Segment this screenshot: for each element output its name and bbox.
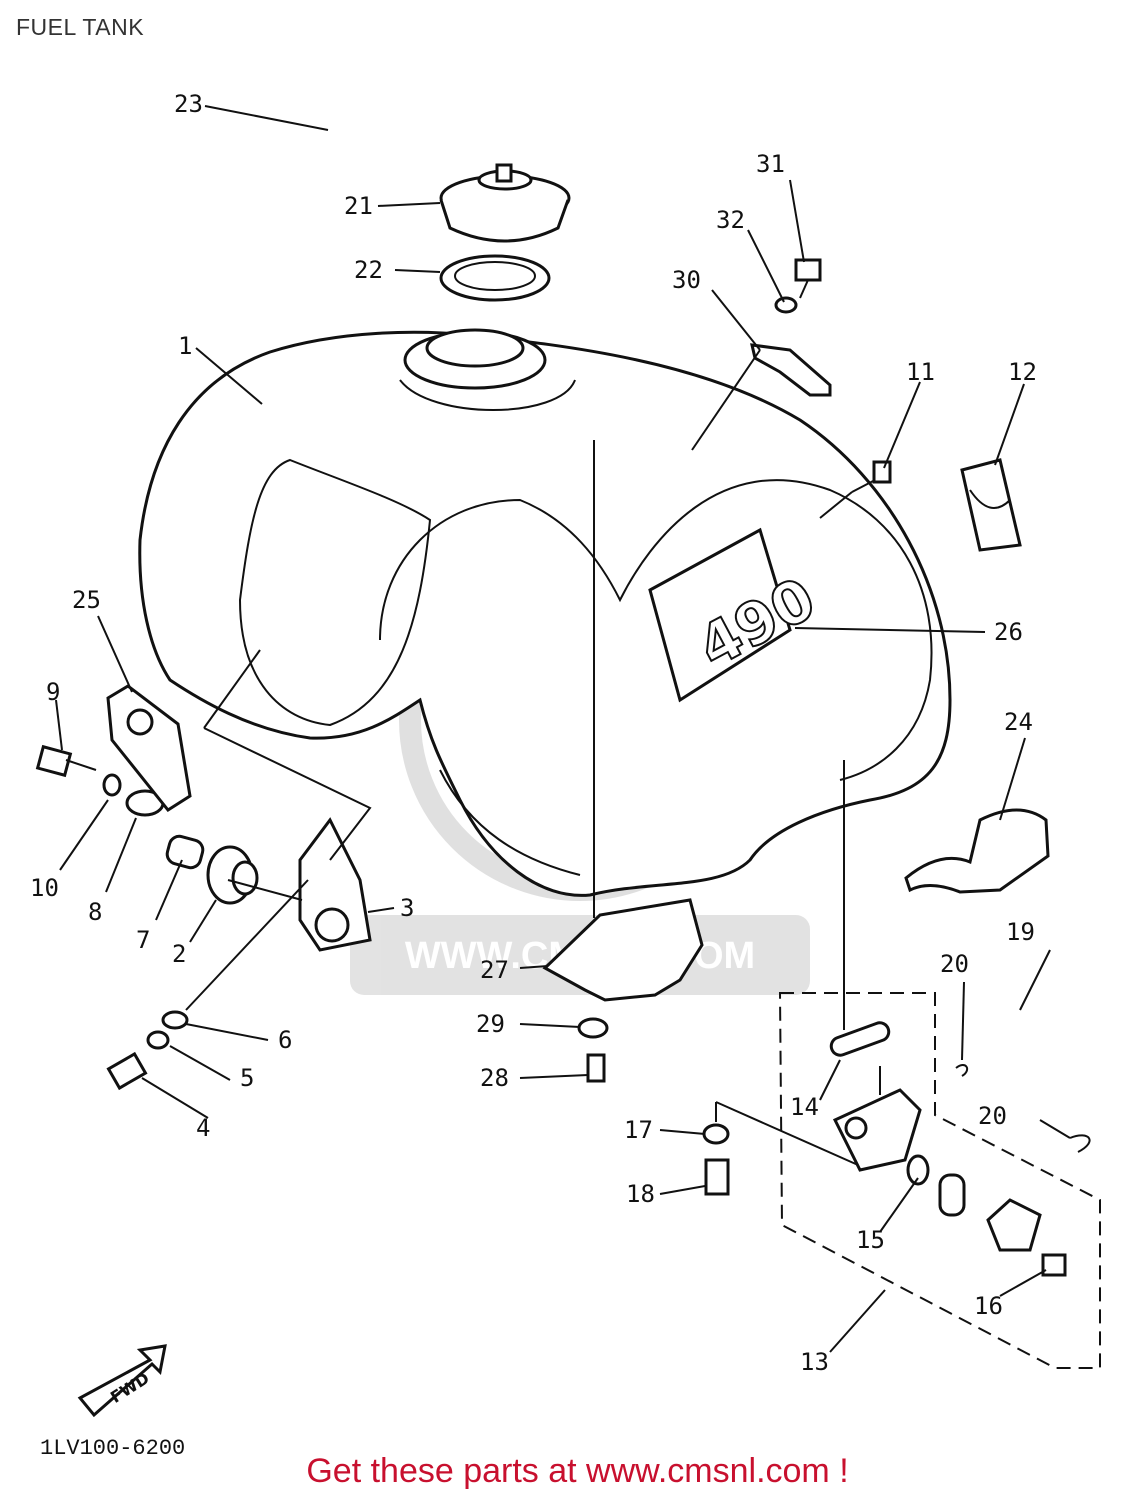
washer-32 (774, 296, 798, 314)
washer-29 (577, 1017, 609, 1039)
screw-11 (851, 460, 892, 493)
clip-20-upper (955, 1064, 969, 1077)
callout-1: 1 (178, 332, 192, 360)
screw-18 (704, 1158, 730, 1196)
callout-22: 22 (354, 256, 383, 284)
screw-31 (794, 258, 822, 299)
callout-20-upper: 20 (940, 950, 969, 978)
clip-20-lower (1069, 1134, 1091, 1153)
tank-bracket (298, 817, 372, 952)
callout-16: 16 (974, 1292, 1003, 1320)
callout-11: 11 (906, 358, 935, 386)
bolt-28 (586, 1053, 606, 1083)
washer-17 (702, 1123, 730, 1145)
callout-numbers: 1 2 3 4 5 6 7 8 9 10 11 12 13 14 15 16 1… (30, 90, 1037, 1376)
callout-32: 32 (716, 206, 745, 234)
callout-7: 7 (136, 926, 150, 954)
callout-17: 17 (624, 1116, 653, 1144)
fuel-cap (439, 163, 571, 243)
callout-14: 14 (790, 1093, 819, 1121)
callout-6: 6 (278, 1026, 292, 1054)
holder-30 (750, 343, 832, 397)
callout-10: 10 (30, 874, 59, 902)
cap-gasket (439, 254, 551, 302)
page-title: FUEL TANK (16, 14, 145, 40)
callout-31: 31 (756, 150, 785, 178)
tank-mount-parts (35, 744, 259, 905)
bracket-bolt-set (106, 1010, 189, 1091)
callout-2: 2 (172, 940, 186, 968)
fuel-cock-assembly (778, 992, 1101, 1369)
callout-21: 21 (344, 192, 373, 220)
callout-23: 23 (174, 90, 203, 118)
footer-parts-link[interactable]: Get these parts at www.cmsnl.com ! (306, 1452, 849, 1490)
callout-30: 30 (672, 266, 701, 294)
fuel-tank: 490 (138, 328, 952, 897)
callout-28: 28 (480, 1064, 509, 1092)
damper-24 (904, 808, 1050, 894)
callout-15: 15 (856, 1226, 885, 1254)
callout-12: 12 (1008, 358, 1037, 386)
fuel-hose-19 (981, 991, 1081, 1109)
rubber-seat-25 (106, 684, 192, 812)
callout-24: 24 (1004, 708, 1033, 736)
callout-25: 25 (72, 586, 101, 614)
callout-19: 19 (1006, 918, 1035, 946)
drawing-code: 1LV100-6200 (40, 1436, 186, 1461)
callout-5: 5 (240, 1064, 254, 1092)
callout-13: 13 (800, 1348, 829, 1376)
callout-3: 3 (400, 894, 414, 922)
callout-8: 8 (88, 898, 102, 926)
damper-12 (960, 458, 1022, 552)
leader-lines (55, 105, 1071, 1353)
fwd-arrow-icon: FWD (77, 1344, 167, 1418)
breather-hose (323, 39, 520, 157)
callout-9: 9 (46, 678, 60, 706)
callout-4: 4 (196, 1114, 210, 1142)
callout-29: 29 (476, 1010, 505, 1038)
callout-26: 26 (994, 618, 1023, 646)
callout-27: 27 (480, 956, 509, 984)
callout-20-lower: 20 (978, 1102, 1007, 1130)
plate-27 (542, 898, 704, 1002)
callout-18: 18 (626, 1180, 655, 1208)
